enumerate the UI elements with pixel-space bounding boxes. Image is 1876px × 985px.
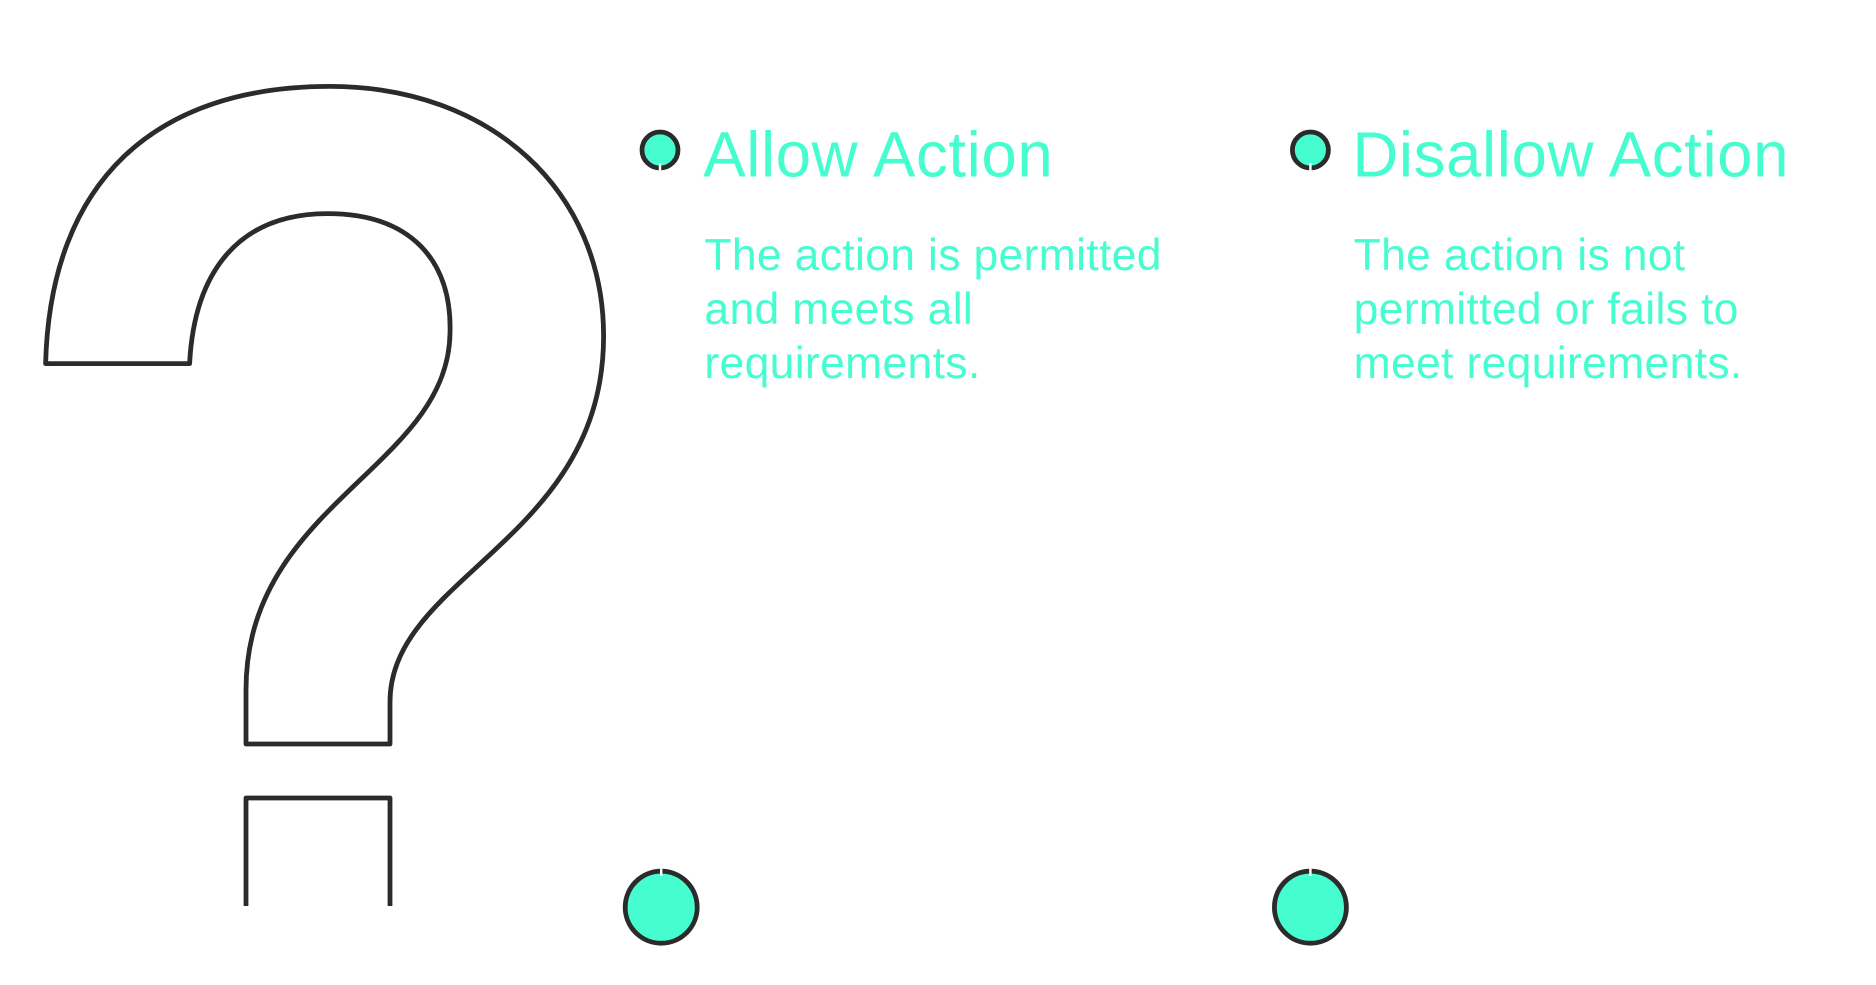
question-mark-icon: [43, 84, 607, 907]
disallow-bottom-node: [1272, 865, 1349, 946]
disallow-top-node: [1290, 129, 1331, 172]
question-mark-hook: [43, 84, 607, 747]
allow-bottom-node: [622, 865, 700, 946]
allow-top-node: [639, 129, 681, 172]
disallow-action-description: The action is not permitted or fails to …: [1353, 230, 1743, 388]
disallow-action-title: Disallow Action: [1352, 120, 1790, 191]
allow-action-title: Allow Action: [703, 120, 1054, 191]
allow-action-description: The action is permitted and meets all re…: [704, 230, 1162, 388]
question-mark-dot: [243, 795, 393, 907]
